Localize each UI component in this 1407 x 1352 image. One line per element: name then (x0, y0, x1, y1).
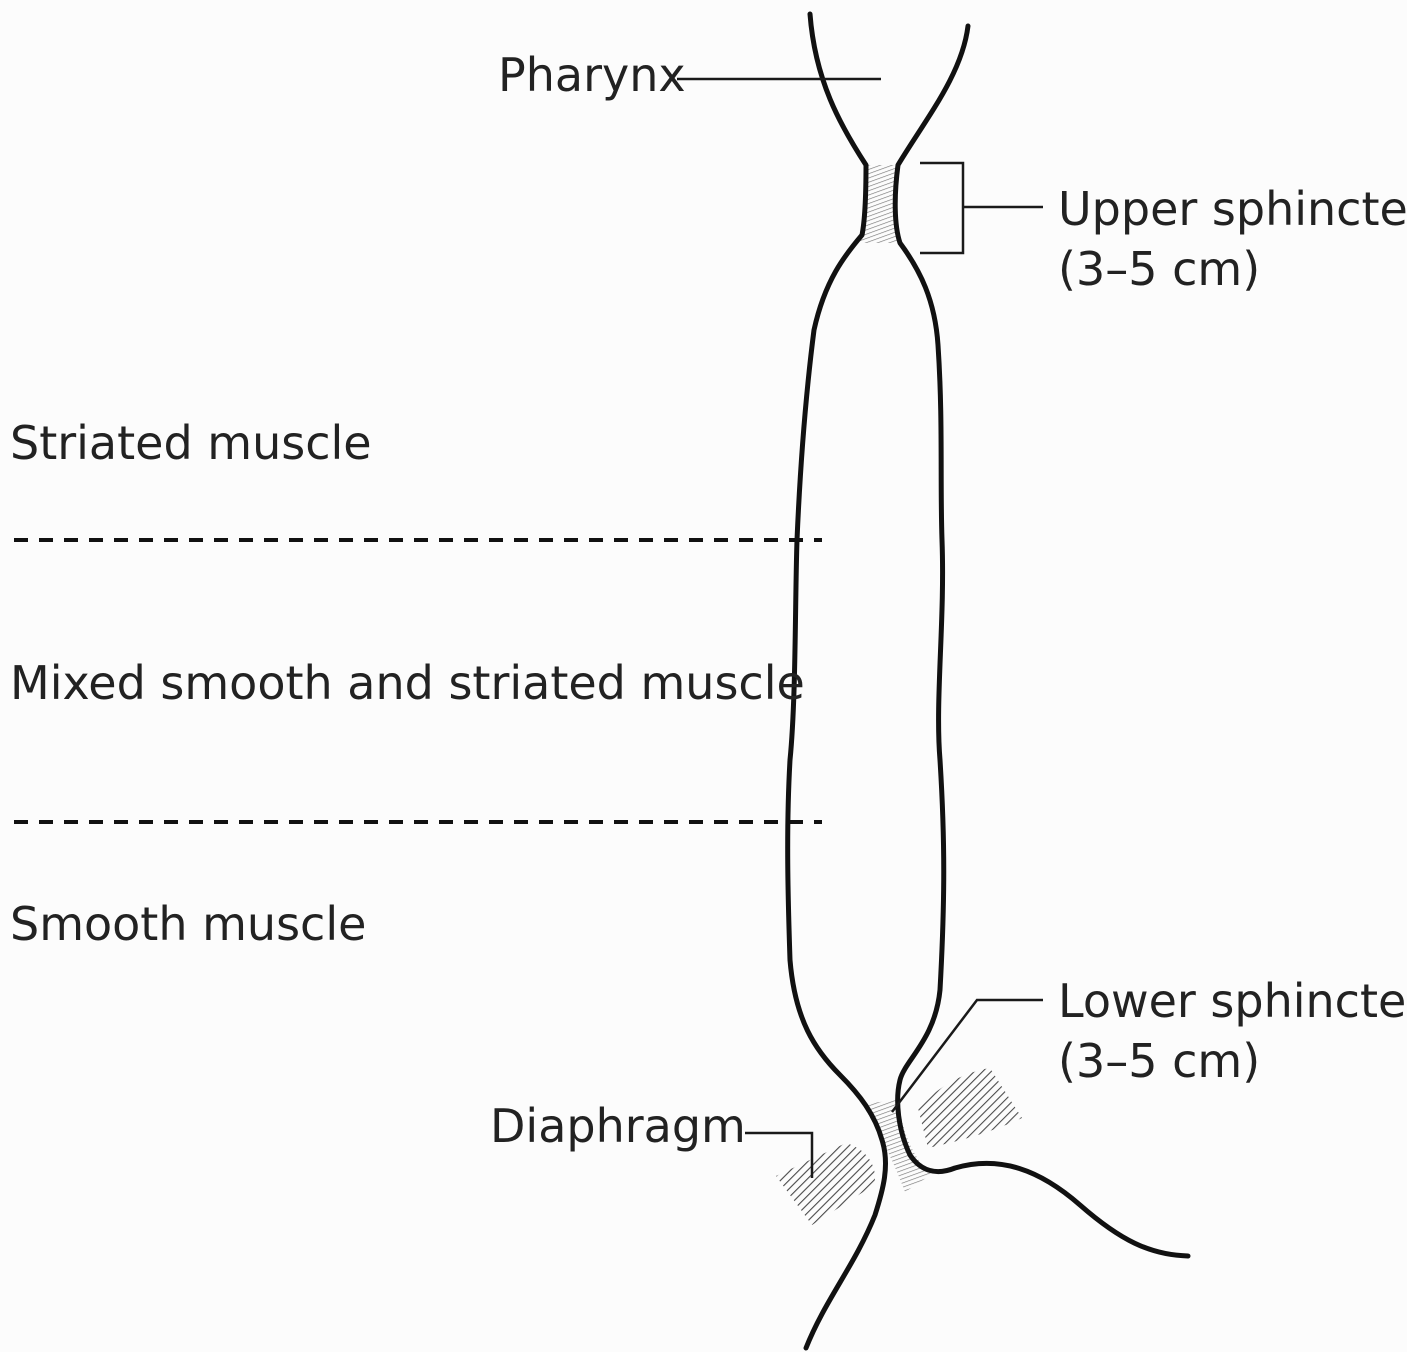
diaphragm-right (918, 1068, 1022, 1148)
upper-sphincter-label: Upper sphincter (1058, 182, 1407, 236)
upper-sphincter-bracket (920, 163, 963, 253)
lower-sphincter-label: Lower sphincter (1058, 974, 1407, 1028)
diaphragm-left (776, 1143, 875, 1225)
upper-sphincter-length: (3–5 cm) (1058, 242, 1260, 296)
diaphragm-label: Diaphragm (490, 1099, 746, 1153)
striated-muscle-label: Striated muscle (10, 416, 372, 470)
smooth-muscle-label: Smooth muscle (10, 897, 366, 951)
pharynx-label: Pharynx (498, 48, 686, 102)
mixed-muscle-label: Mixed smooth and striated muscle (10, 656, 805, 710)
lower-sphincter-length: (3–5 cm) (1058, 1034, 1260, 1088)
